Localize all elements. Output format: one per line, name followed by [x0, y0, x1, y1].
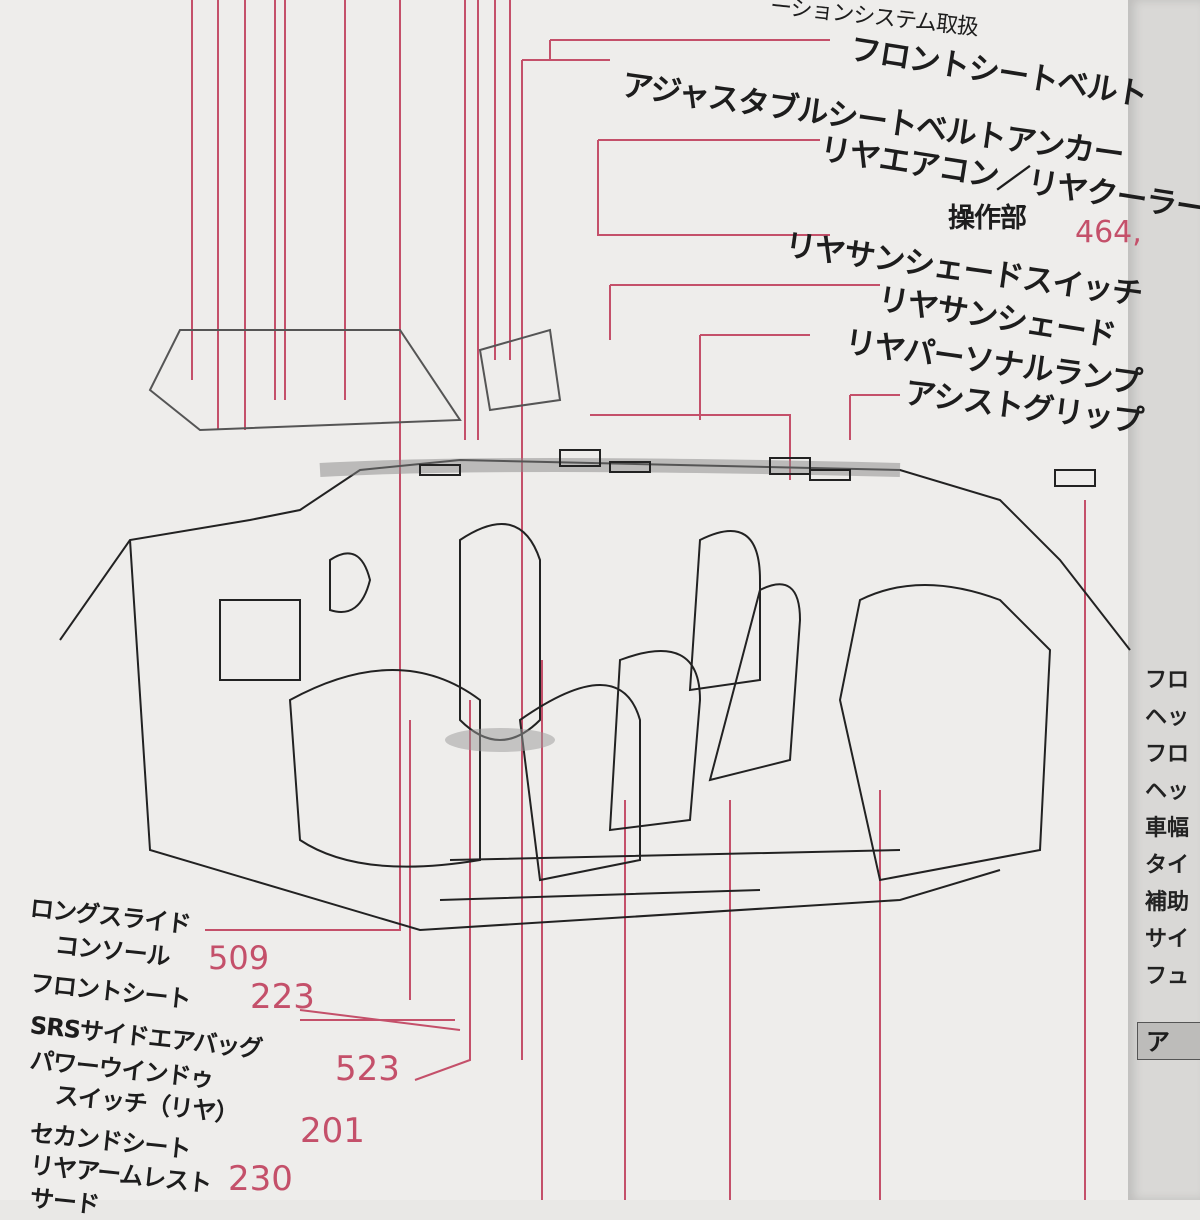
next-page-section-tab: ア [1137, 1022, 1200, 1060]
next-page-item: フュ [1145, 964, 1190, 989]
next-page-item: 補助 [1145, 890, 1190, 915]
label-control-unit: 操作部 [948, 203, 1027, 234]
page-ref-223: 223 [250, 977, 315, 1017]
next-page-item: 車幅 [1145, 816, 1190, 841]
next-page-edge [1128, 0, 1200, 1200]
label-third: サード [28, 1184, 101, 1220]
manual-page [0, 0, 1130, 1200]
next-page-item: フロ [1145, 742, 1190, 767]
next-page-item: ヘッ [1145, 705, 1190, 730]
page-ref-509: 509 [208, 939, 270, 977]
next-page-item: タイ [1145, 853, 1190, 878]
page-ref-523: 523 [335, 1049, 400, 1089]
next-page-item: フロ [1145, 668, 1190, 693]
leader-lines [191, 0, 1086, 1200]
page-ref-464: 464, [1075, 215, 1142, 250]
car-outline [59, 328, 1131, 932]
page-ref-230: 230 [228, 1159, 293, 1199]
page-ref-201: 201 [300, 1111, 365, 1151]
next-page-item: ヘッ [1145, 779, 1190, 804]
next-page-item: サイ [1145, 927, 1190, 952]
